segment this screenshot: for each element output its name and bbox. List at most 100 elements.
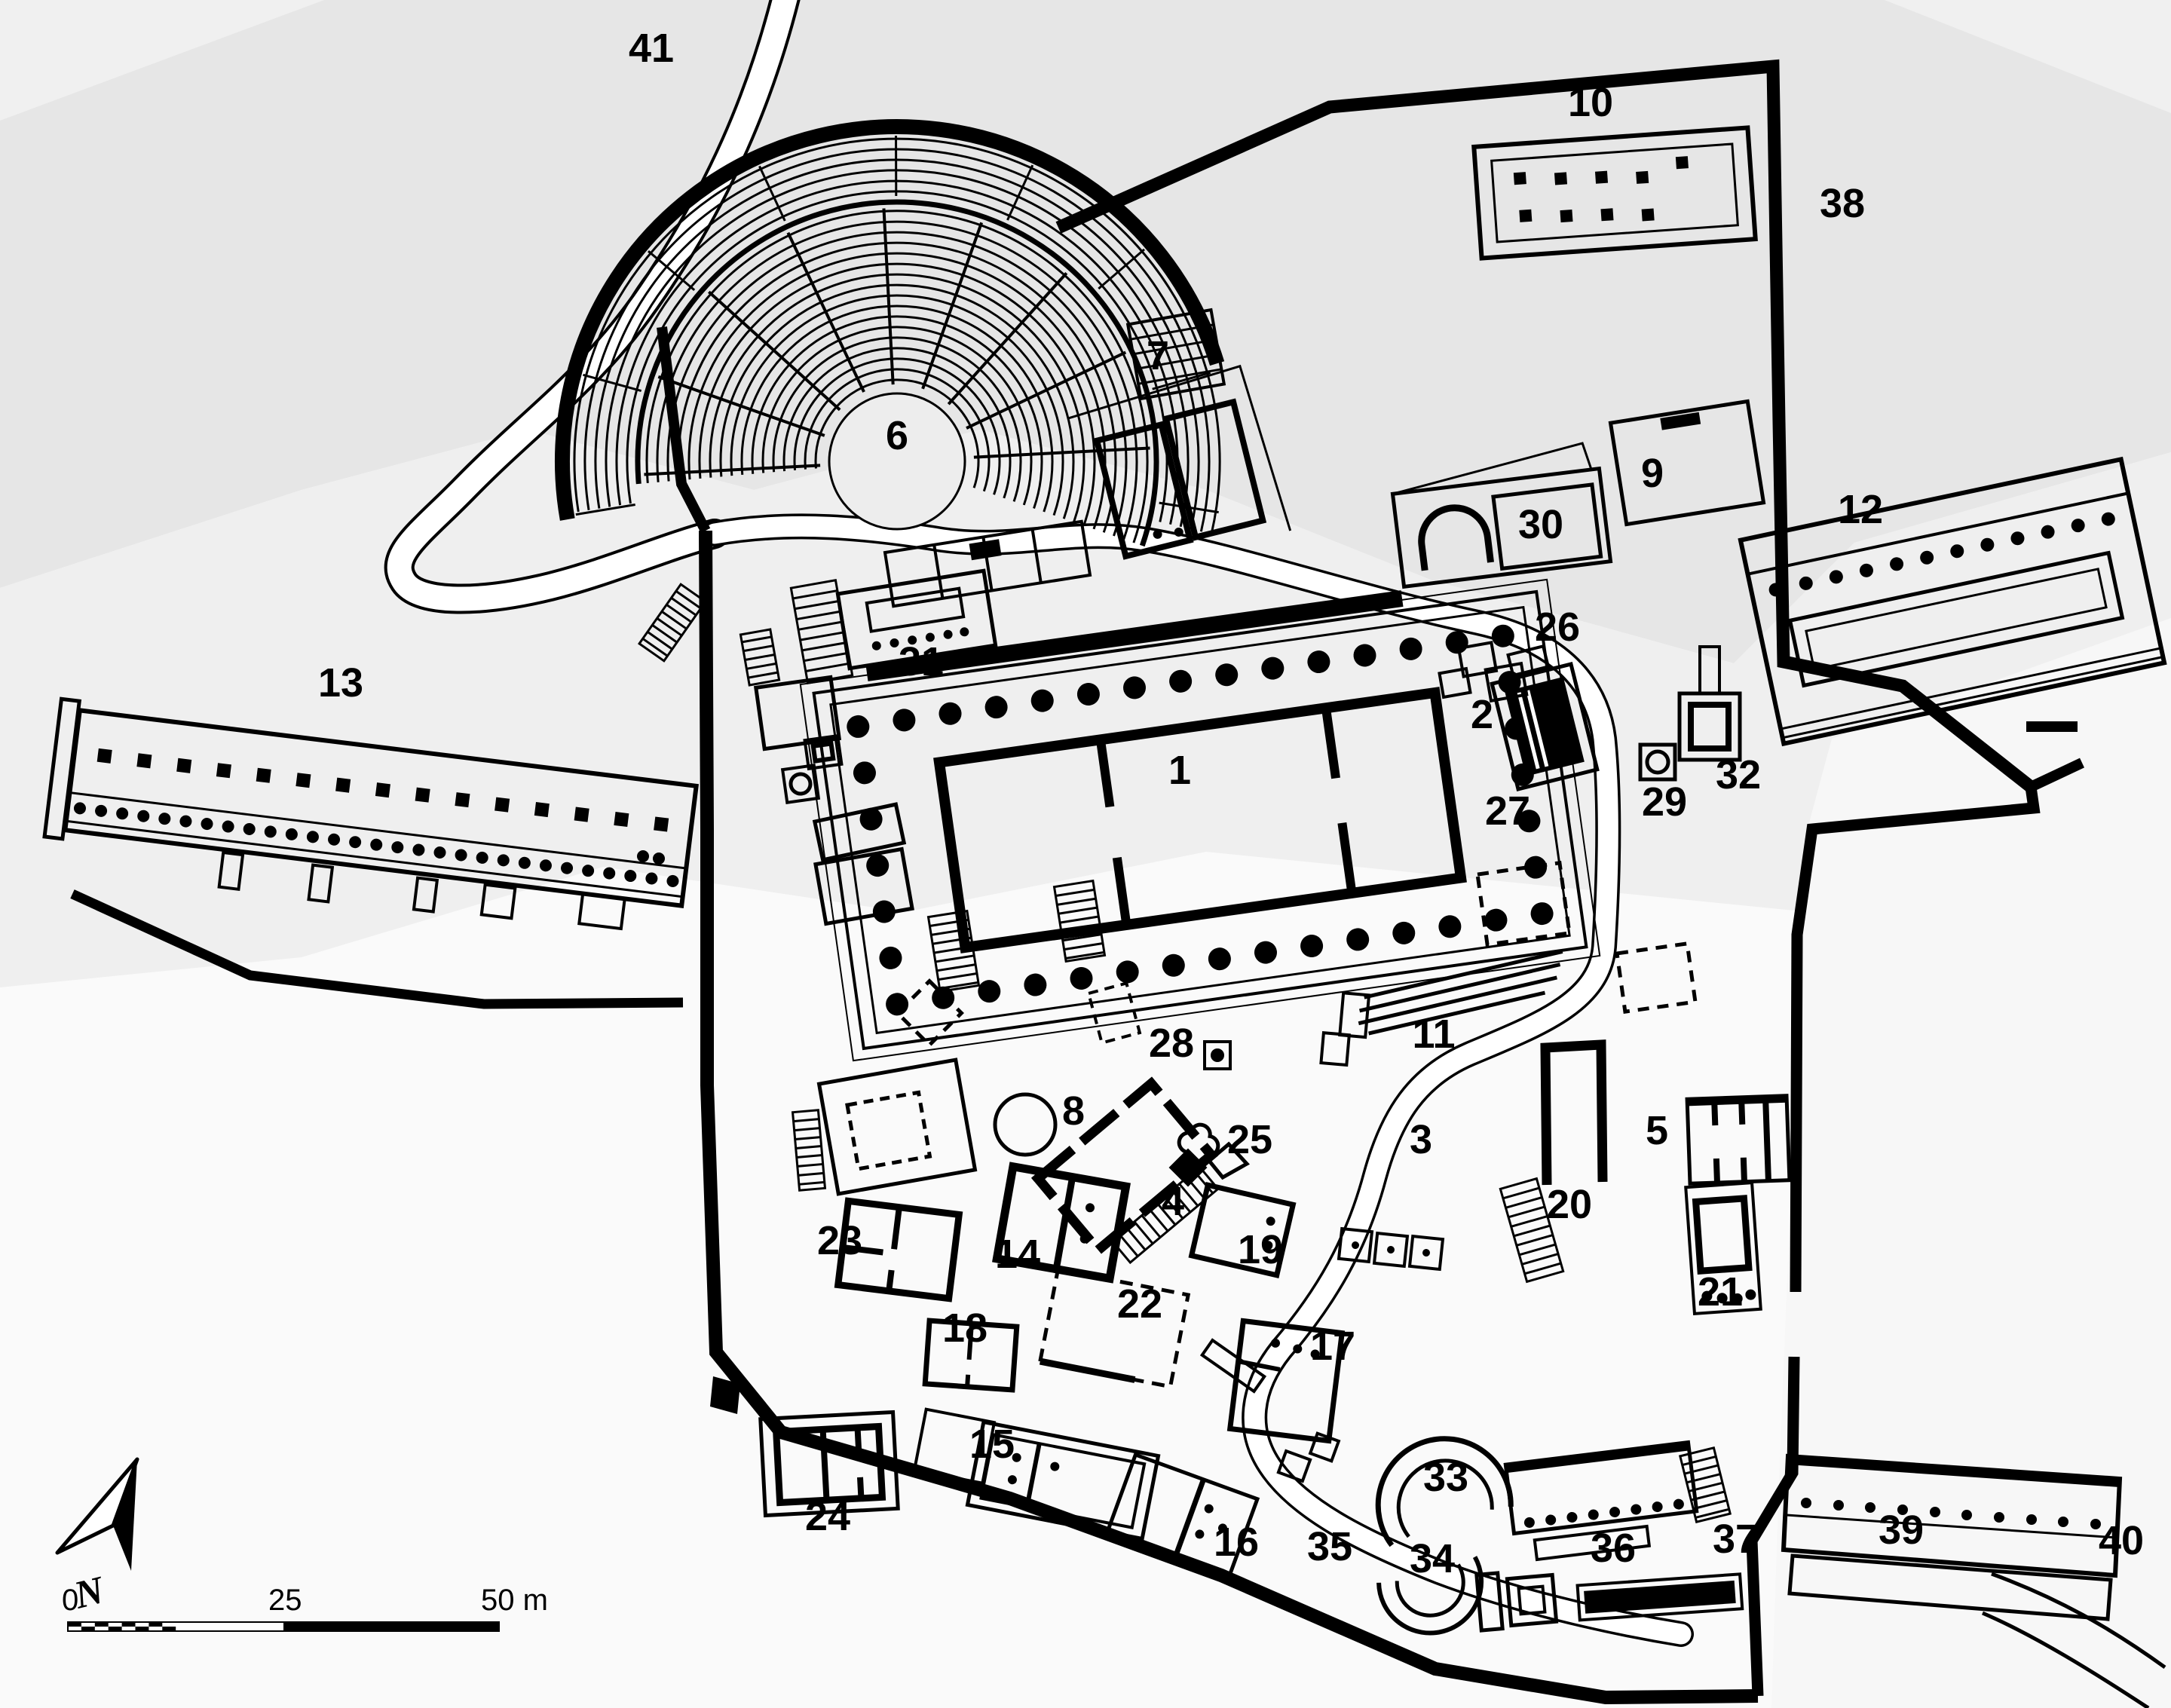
theater-seat-arc bbox=[656, 220, 1138, 540]
temple-column bbox=[1123, 676, 1147, 699]
theater-upper-aisle bbox=[575, 504, 635, 516]
site-label-12: 12 bbox=[1838, 487, 1883, 532]
theater-retaining-wall bbox=[555, 119, 1225, 521]
site-label-14: 14 bbox=[995, 1232, 1040, 1277]
labels-layer: 1234567891011121314151617181920212223242… bbox=[318, 26, 2144, 1581]
building-36-column bbox=[1588, 1509, 1599, 1520]
temple-column bbox=[879, 946, 902, 969]
scale-label-middle: 25 bbox=[268, 1584, 302, 1617]
black-bar-monument bbox=[1575, 1572, 1744, 1622]
theater-upper-seat-arc bbox=[594, 158, 1200, 530]
theater-aisle bbox=[921, 222, 984, 390]
scale-label-end: 50 m bbox=[481, 1584, 548, 1617]
temple-column bbox=[932, 986, 955, 1009]
building-39-column bbox=[1833, 1500, 1844, 1511]
stoa-column bbox=[539, 859, 552, 872]
temple-column bbox=[1307, 650, 1330, 674]
theater-aisle bbox=[707, 290, 841, 412]
dashed-foundation-near-28 bbox=[1086, 981, 1142, 1045]
site-label-15: 15 bbox=[969, 1422, 1015, 1467]
building-36-column bbox=[1523, 1517, 1535, 1528]
stoa-column bbox=[476, 851, 488, 864]
stoa-column bbox=[158, 813, 171, 825]
terrain-east-light bbox=[1771, 618, 2171, 1708]
stoa-front-steps bbox=[66, 791, 687, 898]
stoa-pillar bbox=[455, 792, 470, 808]
stoa-column bbox=[561, 862, 574, 874]
temple-column bbox=[1438, 915, 1462, 938]
building-39-column bbox=[1961, 1510, 1972, 1520]
building-36-column bbox=[1566, 1511, 1578, 1523]
dot-square-monuments bbox=[1337, 1226, 1445, 1272]
stoa-buttress bbox=[307, 863, 335, 904]
site-label-34: 34 bbox=[1410, 1536, 1455, 1581]
theater-seat-arc bbox=[814, 378, 980, 488]
scale-check-cell bbox=[81, 1627, 95, 1631]
exedra-34 bbox=[1376, 1556, 1484, 1636]
site-label-21: 21 bbox=[1698, 1269, 1743, 1315]
building-5 bbox=[1685, 1094, 1792, 1186]
treasury-18 bbox=[922, 1318, 1020, 1393]
stoa-end-dot bbox=[637, 850, 649, 862]
scale-check-cell bbox=[149, 1622, 163, 1627]
theater-upper-seat-arc bbox=[615, 179, 1179, 525]
theater-seat-arc bbox=[645, 210, 1149, 543]
temple-column bbox=[1300, 935, 1324, 958]
terrain-wedge-topright bbox=[1885, 0, 2171, 113]
dashed-diamond-foundation bbox=[895, 978, 964, 1048]
temple-column bbox=[1215, 663, 1239, 687]
temple-column bbox=[1491, 624, 1514, 647]
quatrefoil-25 bbox=[1177, 1122, 1220, 1166]
theater-annex bbox=[1125, 308, 1226, 401]
scale-bar: 0 25 50 m bbox=[62, 1584, 548, 1632]
stoa-column bbox=[349, 836, 362, 849]
stoa-end-wall bbox=[42, 696, 82, 841]
stoa-column bbox=[666, 874, 679, 887]
building-27-dashed bbox=[1475, 860, 1698, 1014]
temple-column bbox=[984, 696, 1008, 719]
site-label-27: 27 bbox=[1485, 788, 1530, 834]
temple-column bbox=[1254, 941, 1277, 964]
stoa-pillar bbox=[534, 802, 550, 818]
theater-aisle bbox=[966, 350, 1127, 430]
foundation-22-dashed bbox=[1037, 1267, 1191, 1389]
temple-column bbox=[853, 761, 876, 785]
temple-column bbox=[1030, 689, 1054, 712]
temple-column bbox=[1399, 637, 1422, 660]
building-39-colonnade bbox=[1801, 1498, 2101, 1529]
road-40-line-b bbox=[1982, 1611, 2150, 1708]
temple-column bbox=[1353, 644, 1376, 667]
site-label-20: 20 bbox=[1547, 1182, 1592, 1227]
site-label-41: 41 bbox=[629, 26, 674, 71]
theater-fan-stair bbox=[637, 583, 708, 663]
corner-block bbox=[710, 1376, 740, 1414]
building-39-column bbox=[2090, 1519, 2101, 1529]
building-12-column bbox=[1950, 544, 1964, 559]
skene-building bbox=[883, 519, 1092, 608]
west-rooms bbox=[753, 675, 914, 926]
temple-column bbox=[1169, 669, 1193, 693]
theater-orchestra bbox=[828, 392, 966, 531]
temple-column bbox=[1346, 928, 1370, 951]
building-12-column bbox=[2101, 512, 2115, 526]
site-label-9: 9 bbox=[1641, 451, 1664, 496]
building-20 bbox=[1540, 1039, 1608, 1186]
stoa-column bbox=[624, 870, 637, 883]
stoa-column bbox=[264, 825, 277, 838]
skene-block bbox=[969, 539, 1002, 561]
site-label-8: 8 bbox=[1062, 1088, 1085, 1134]
theater-seat-arc bbox=[730, 294, 1064, 516]
arch-icon bbox=[1418, 504, 1494, 571]
building-12-column bbox=[1829, 570, 1843, 584]
monument-32 bbox=[1677, 645, 1742, 762]
building-12-column bbox=[1920, 550, 1934, 565]
stoa-pillar bbox=[176, 758, 192, 773]
building-10 bbox=[1471, 125, 1758, 261]
site-label-33: 33 bbox=[1423, 1455, 1468, 1500]
stoa-buttress bbox=[217, 850, 245, 892]
theater-seat-arc bbox=[740, 305, 1054, 513]
building-24 bbox=[758, 1410, 900, 1518]
theater-aisle bbox=[947, 271, 1068, 406]
scale-label-start: 0 bbox=[62, 1584, 78, 1617]
temple-column bbox=[847, 715, 870, 738]
